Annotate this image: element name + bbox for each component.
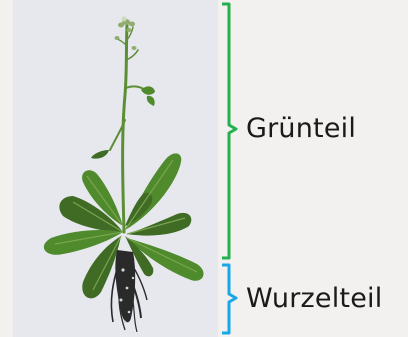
shoot-label: Grünteil — [246, 113, 356, 144]
root-label: Wurzelteil — [246, 283, 382, 314]
